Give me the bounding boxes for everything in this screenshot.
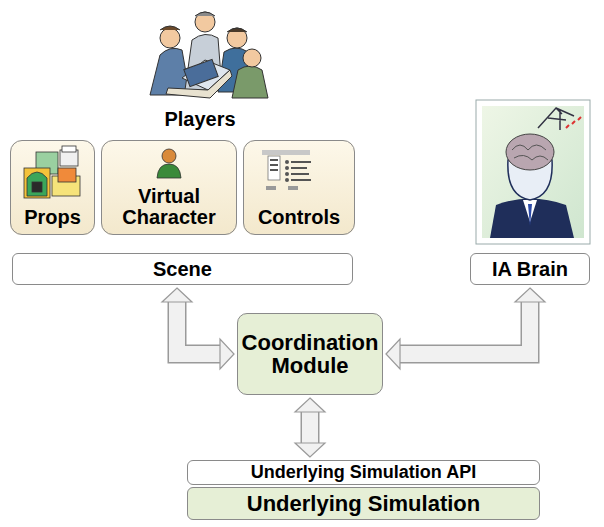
props-box: Props [10,140,95,235]
arrow-body [177,302,220,354]
api-bar: Underlying Simulation API [187,460,540,485]
controls-icon [285,178,289,182]
character-icon [157,149,181,178]
brain-picture [512,145,548,160]
character-icon [157,164,181,178]
scene-bar: Scene [12,253,353,285]
card-ground [101,140,237,235]
arrow-head [386,339,400,369]
arrow-body [400,302,530,354]
controls-icon [285,166,289,170]
controls-icon [291,173,309,175]
node-text: Scene [153,259,212,280]
node-text: Underlying Simulation API [251,463,476,482]
players-clipart [227,28,247,32]
brain-picture [566,117,581,128]
block-arrow [162,288,234,369]
players-clipart [195,12,215,32]
node-text: Underlying Simulation [247,492,480,515]
node-text: Virtual Character [105,186,233,228]
arrow-head [220,339,234,369]
brain-picture [490,199,574,239]
brain-picture [476,100,590,244]
players-clipart [195,12,215,16]
props-icon [24,168,50,198]
simulation-bar: Underlying Simulation [187,487,540,520]
node-text: Controls [258,207,340,228]
group-label: Players [164,108,235,131]
arrow-head [295,443,325,457]
props-icon [24,146,80,198]
props-icon [32,182,42,192]
block-arrow [295,398,325,457]
controls-icon [288,186,298,190]
controls-icon [291,167,307,169]
players-clipart [150,12,268,98]
arrow-head [295,398,325,412]
brain-picture [528,204,532,226]
card-ground [10,140,95,235]
players-clipart [232,66,268,98]
controls-icon [270,164,278,166]
props-icon [58,168,76,182]
controls-icon [291,161,311,163]
players-clipart [243,49,261,67]
block-arrow [386,288,545,369]
controls-icon [291,179,311,181]
players-clipart [160,26,180,30]
controls-icon [270,159,278,161]
props-icon [62,146,76,152]
controls-icon [270,169,278,171]
controls-icon [285,160,289,164]
arrow-head [162,288,192,302]
brain-picture [482,106,584,238]
props-icon [27,172,47,196]
controls-icon [268,156,280,180]
character-icon [162,149,176,163]
coordination-box: Coordination Module [237,313,383,395]
character-box: Virtual Character [101,140,237,235]
players-clipart [184,59,218,86]
arrow-head [515,288,545,302]
controls-icon [262,150,311,190]
node-text: Coordination Module [242,331,379,377]
controls-icon [285,172,289,176]
controls-icon [266,186,276,190]
brain-bar: IA Brain [470,253,590,285]
arrow-outline [177,302,220,354]
players-clipart [160,28,180,48]
brain-picture [476,100,590,244]
controls-icon [262,150,310,155]
players-clipart [227,28,247,48]
node-text: Props [24,207,81,228]
node-text: IA Brain [492,259,568,280]
arrow-outline [400,302,530,354]
arrow-outline [301,412,320,443]
brain-picture [506,134,554,170]
card-ground [243,140,355,235]
arrow-body [302,412,318,443]
controls-box: Controls [243,140,355,235]
card-ground [10,140,355,235]
